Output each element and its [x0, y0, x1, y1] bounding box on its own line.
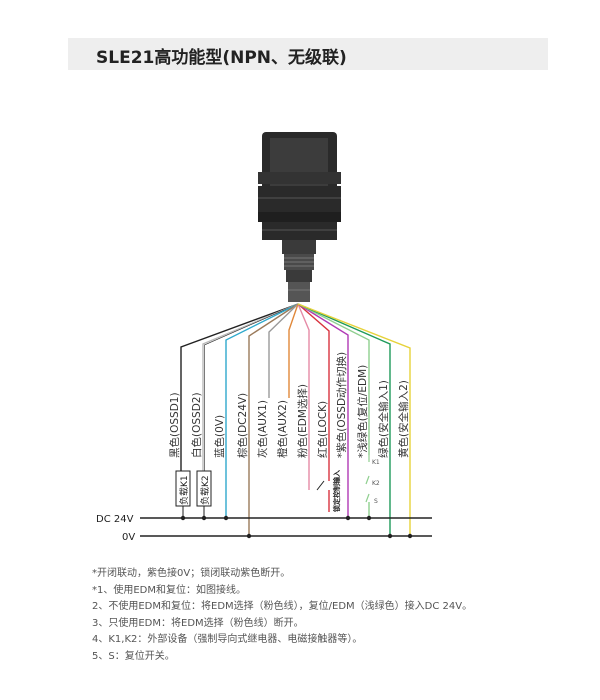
wire-label-orange: 橙色(AUX2) [276, 400, 289, 458]
wire-red [297, 303, 330, 481]
note-item: 5、S：复位开关。 [92, 650, 175, 662]
wire-yellow [297, 303, 411, 536]
wire-orange [288, 303, 299, 398]
lock-input: 锁定控制输入 [316, 470, 341, 513]
wire-purple [297, 303, 349, 518]
wire-label-purple: *紫色(OSSD动作切换) [335, 352, 348, 458]
switches: K1 K2 S [372, 459, 380, 505]
wire-label-green: 绿色(安全输入1) [377, 380, 390, 458]
load-k1: 负载K1 [175, 470, 191, 521]
switch-contact [365, 475, 370, 485]
wiring-diagram: 黑色(OSSD1) 白色(OSSD2) 蓝色(0V) 棕色(DC24V) 灰色(AUX1… [96, 132, 432, 543]
wire-pink [297, 303, 310, 490]
lock-input-label: 锁定控制输入 [332, 470, 341, 513]
switch-k1-label: K1 [372, 459, 380, 466]
wires: 黑色(OSSD1) 白色(OSSD2) 蓝色(0V) 棕色(DC24V) 灰色(AUX1… [168, 303, 413, 539]
wire-brown [248, 303, 299, 536]
wire-green [297, 303, 391, 536]
notes-list: *开闭联动，紫色接0V；锁闭联动紫色断开。 *1、使用EDM和复位：如图接线。 … [92, 566, 472, 666]
sensor-device [258, 132, 341, 302]
wire-white-outline [204, 303, 299, 471]
wire-blue [225, 303, 299, 518]
switch-s-label: S [374, 498, 378, 505]
note-item: 3、只使用EDM：将EDM选择（粉色线）断开。 [92, 617, 304, 629]
wire-label-red: 红色(LOCK) [316, 401, 329, 458]
zero-v-label: 0V [122, 532, 135, 543]
wire-lightgreen [297, 303, 370, 455]
wire-label-yellow: 黄色(安全输入2) [397, 380, 410, 458]
load-k1-label: 负载K1 [178, 475, 190, 505]
wire-label-lightgreen: *浅绿色(复位/EDM) [356, 365, 369, 458]
wire-label-white: 白色(OSSD2) [190, 392, 203, 458]
wire-gray [268, 303, 299, 398]
note-item: 2、不使用EDM和复位：将EDM选择（粉色线），复位/EDM（浅绿色）接入DC … [92, 601, 473, 613]
switch-contact [365, 493, 370, 503]
title-bar [68, 38, 548, 70]
wire-label-gray: 灰色(AUX1) [256, 400, 269, 458]
load-k2-label: 负载K2 [199, 475, 211, 505]
wire-black [180, 303, 299, 471]
wire-white [202, 303, 299, 471]
wire-label-black: 黑色(OSSD1) [168, 392, 181, 458]
wire-label-pink: 粉色(EDM选择) [296, 384, 309, 458]
page-title: SLE21高功能型(NPN、无级联) [96, 48, 347, 68]
note-item: *开闭联动，紫色接0V；锁闭联动紫色断开。 [92, 568, 291, 579]
note-item: 4、K1,K2：外部设备（强制导向式继电器、电磁接触器等）。 [92, 634, 363, 646]
wire-label-brown: 棕色(DC24V) [236, 393, 249, 458]
dc24v-label: DC 24V [96, 514, 134, 525]
note-item: *1、使用EDM和复位：如图接线。 [92, 584, 247, 596]
wire-label-blue: 蓝色(0V) [213, 415, 226, 458]
load-k2: 负载K2 [196, 470, 212, 521]
switch-k2-label: K2 [372, 480, 380, 487]
